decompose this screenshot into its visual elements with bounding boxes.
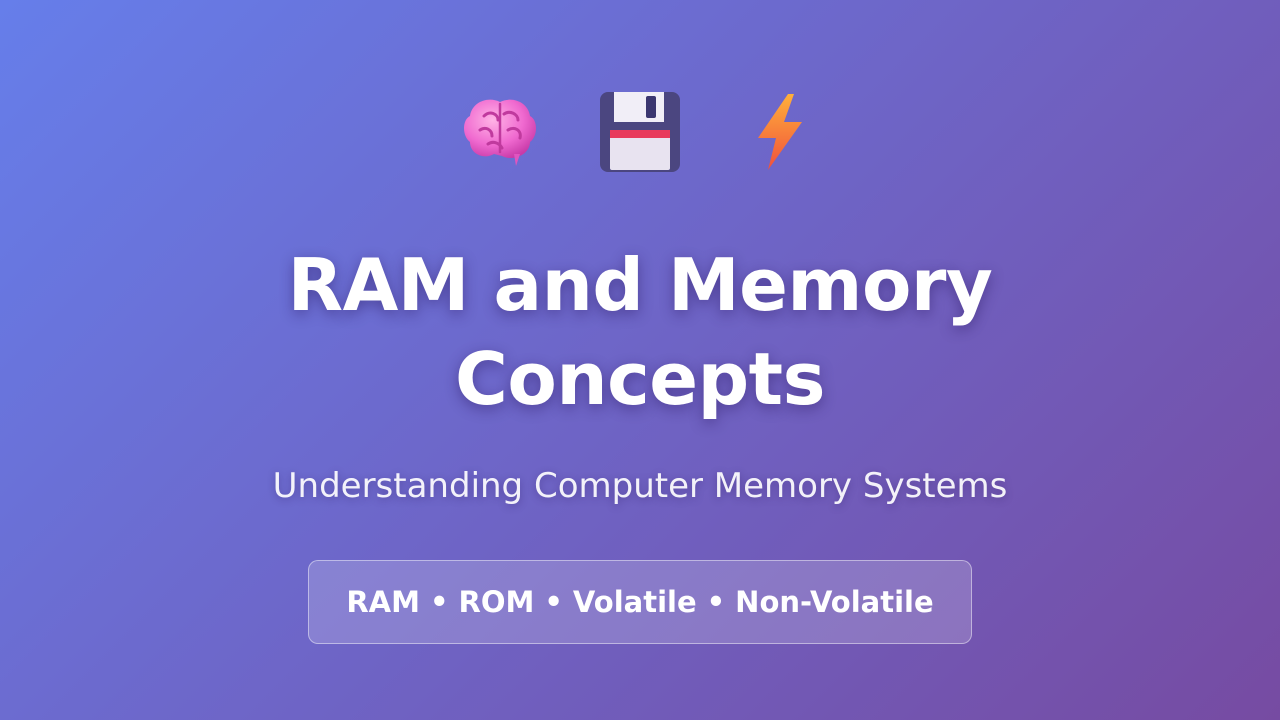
subtitle: Understanding Computer Memory Systems (272, 466, 1008, 506)
lightning-bolt-icon (738, 90, 822, 174)
floppy-disk-icon (598, 90, 682, 174)
title-line-2: Concepts (455, 337, 825, 421)
topic-tags: RAM • ROM • Volatile • Non-Volatile (308, 560, 972, 644)
tag-separator: • (706, 585, 726, 619)
icon-row (0, 90, 1280, 174)
tag-volatile: Volatile (572, 585, 697, 619)
tag-non-volatile: Non-Volatile (735, 585, 934, 619)
tag-separator: • (429, 585, 449, 619)
tag-separator: • (544, 585, 563, 619)
title-line-1: RAM and Memory (287, 243, 993, 327)
tag-rom: ROM (458, 585, 535, 619)
page-title: RAM and Memory Concepts (0, 238, 1280, 426)
tag-ram: RAM (346, 585, 420, 619)
brain-icon (458, 90, 542, 174)
